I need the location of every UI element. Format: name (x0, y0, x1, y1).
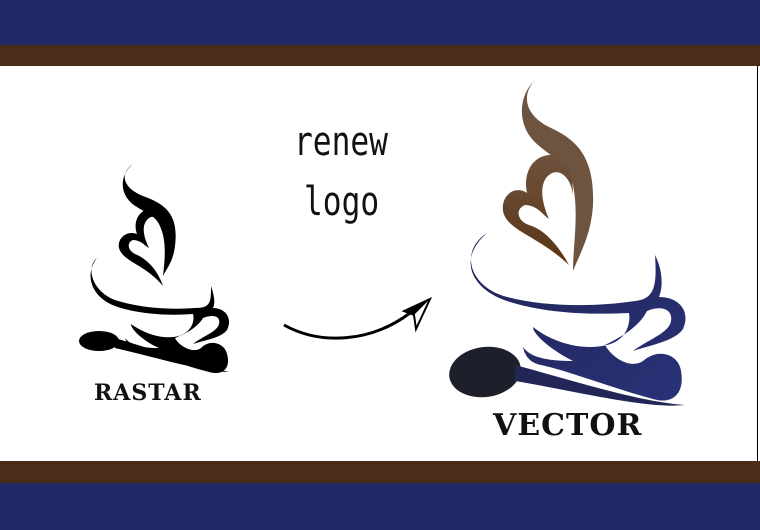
top-brown-band (0, 45, 760, 66)
raster-caption: RASTAR (94, 380, 202, 406)
curved-arrow-icon (283, 296, 433, 340)
bottom-brown-band (0, 461, 760, 483)
vector-coffee-logo-icon (449, 80, 686, 406)
headline-line-1: renew (294, 119, 388, 165)
headline-line-2: logo (304, 179, 380, 225)
raster-coffee-logo-icon (79, 164, 230, 374)
top-navy-band (0, 0, 760, 45)
vector-caption: VECTOR (493, 408, 643, 443)
bottom-navy-band (0, 483, 760, 530)
right-border-line (757, 66, 758, 461)
